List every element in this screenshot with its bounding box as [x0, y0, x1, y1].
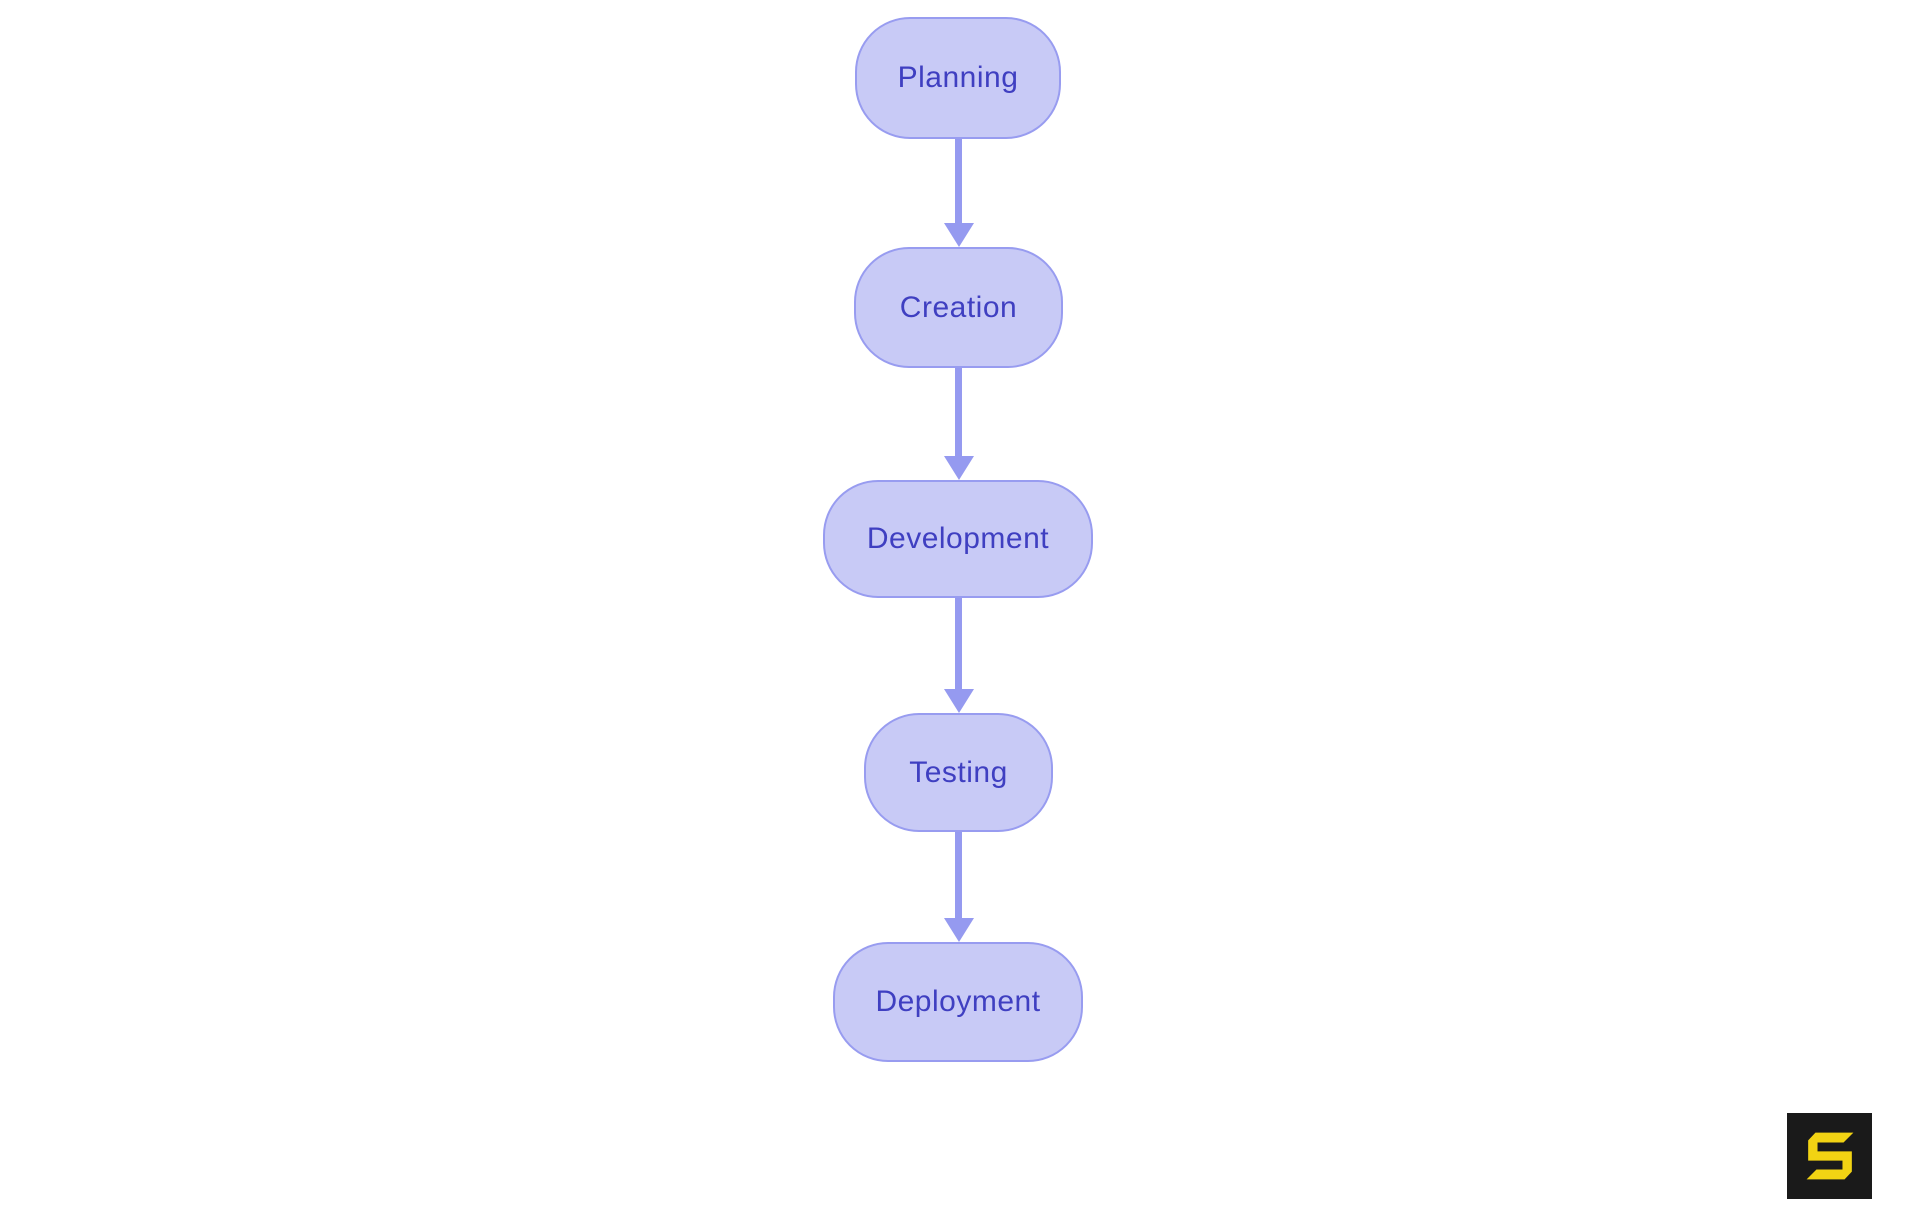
flow-node-creation: Creation — [854, 247, 1063, 368]
arrowhead-down-icon — [943, 918, 974, 942]
flow-arrow-creation-to-development — [943, 368, 974, 480]
flow-node-planning: Planning — [855, 17, 1061, 139]
s-logo-icon — [1806, 1132, 1853, 1180]
flow-node-deployment: Deployment — [833, 942, 1083, 1062]
watermark-logo — [1787, 1113, 1872, 1199]
flow-node-label: Planning — [897, 61, 1019, 94]
arrowhead-down-icon — [943, 456, 974, 480]
arrowhead-down-icon — [943, 689, 974, 713]
flow-node-testing: Testing — [864, 713, 1053, 832]
flow-node-label: Deployment — [875, 985, 1041, 1018]
arrow-stem — [955, 139, 962, 223]
flow-node-label: Development — [866, 522, 1050, 555]
flow-arrow-development-to-testing — [943, 598, 974, 713]
flow-arrow-testing-to-deployment — [943, 832, 974, 942]
flow-arrow-planning-to-creation — [943, 139, 974, 247]
arrow-stem — [955, 368, 962, 456]
arrowhead-down-icon — [943, 223, 974, 247]
arrow-stem — [955, 598, 962, 689]
arrow-stem — [955, 832, 962, 918]
flow-node-label: Creation — [899, 290, 1018, 324]
flow-node-development: Development — [823, 480, 1093, 598]
flow-node-label: Testing — [909, 755, 1008, 789]
